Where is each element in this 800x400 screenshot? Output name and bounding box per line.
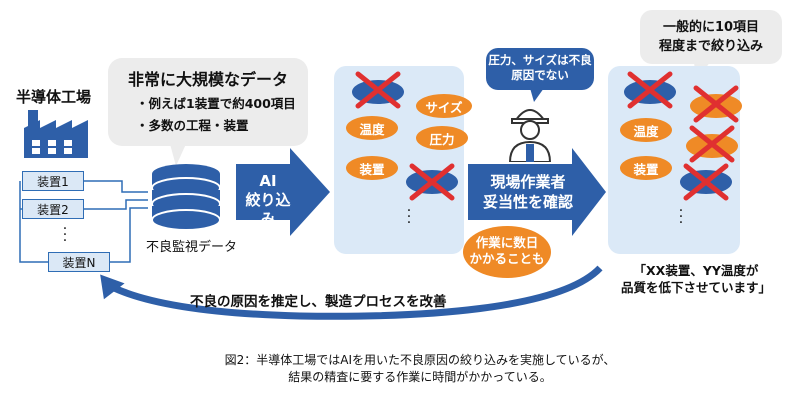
- ai-arrow-line1: AI: [259, 172, 277, 190]
- database-label: 不良監視データ: [146, 240, 238, 255]
- result-statement: 「XX装置、YY温度が 品質を低下させています」: [606, 262, 786, 296]
- panel-ai-item-1: [352, 80, 404, 104]
- panel-ai-item-pressure: 圧力: [416, 126, 468, 150]
- panel-verified-item-temp: 温度: [620, 118, 672, 142]
- device-1: 装置1: [22, 171, 84, 191]
- worker-verify-arrow: 現場作業者 妥当性を確認: [468, 172, 588, 212]
- database-icon: [151, 164, 221, 231]
- factory-title: 半導体工場: [16, 88, 92, 106]
- panel-verified-ellipsis: ···: [678, 203, 684, 231]
- worker-arrow-line1: 現場作業者: [490, 173, 566, 191]
- panel-ai-item-temp: 温度: [346, 116, 398, 140]
- improvement-loop-label: 不良の原因を推定し、製造プロセスを改善: [190, 294, 447, 310]
- factory-icon: [24, 110, 88, 158]
- panel-verified-item-1: [624, 80, 676, 104]
- worker-speech-bubble: 圧力、サイズは不良原因でない: [486, 48, 594, 90]
- caption-line2: 結果の精査に要する作業に時間がかかっている。: [288, 370, 552, 384]
- panel-ai-item-device: 装置: [346, 156, 398, 180]
- data-scale-bullet-1: ・例えば1装置で約400項目: [136, 96, 296, 111]
- result-line1: 「XX装置、YY温度が: [633, 263, 759, 278]
- panel-ai-ellipsis: ···: [406, 203, 412, 231]
- device-n: 装置N: [48, 252, 110, 272]
- data-scale-bullet-2: ・多数の工程・装置: [136, 118, 249, 133]
- ai-arrow-line2: 絞り込み: [245, 191, 291, 228]
- panel-ai-item-size: サイズ: [416, 94, 472, 118]
- panel-verified-item-2: [690, 94, 742, 118]
- panel-verified-item-6: [680, 170, 732, 194]
- panel-verified-item-device: 装置: [620, 156, 672, 180]
- device-2: 装置2: [22, 199, 84, 219]
- figure-caption: 図2：半導体工場ではAIを用いた不良原因の絞り込みを実施しているが、 結果の精査…: [160, 352, 680, 386]
- days-warning-bubble: 作業に数日 かかることも: [463, 226, 551, 278]
- result-line2: 品質を低下させています」: [620, 280, 771, 295]
- summary-line1: 一般的に10項目: [662, 20, 760, 35]
- summary-bubble: 一般的に10項目 程度まで絞り込み: [640, 10, 782, 64]
- caption-line1: 図2：半導体工場ではAIを用いた不良原因の絞り込みを実施しているが、: [224, 353, 616, 367]
- days-line2: かかることも: [469, 251, 545, 266]
- panel-verified-item-4: [686, 134, 738, 158]
- worker-arrow-line2: 妥当性を確認: [482, 193, 573, 211]
- data-scale-bubble: 非常に大規模なデータ ・例えば1装置で約400項目 ・多数の工程・装置: [108, 58, 308, 146]
- ai-filter-arrow: AI 絞り込み: [240, 172, 296, 229]
- summary-line2: 程度まで絞り込み: [658, 39, 763, 54]
- data-scale-heading: 非常に大規模なデータ: [127, 70, 288, 89]
- worker-icon: [508, 109, 552, 162]
- panel-ai-item-6: [406, 170, 458, 194]
- days-line1: 作業に数日: [475, 235, 539, 250]
- device-ellipsis: ···: [62, 221, 68, 249]
